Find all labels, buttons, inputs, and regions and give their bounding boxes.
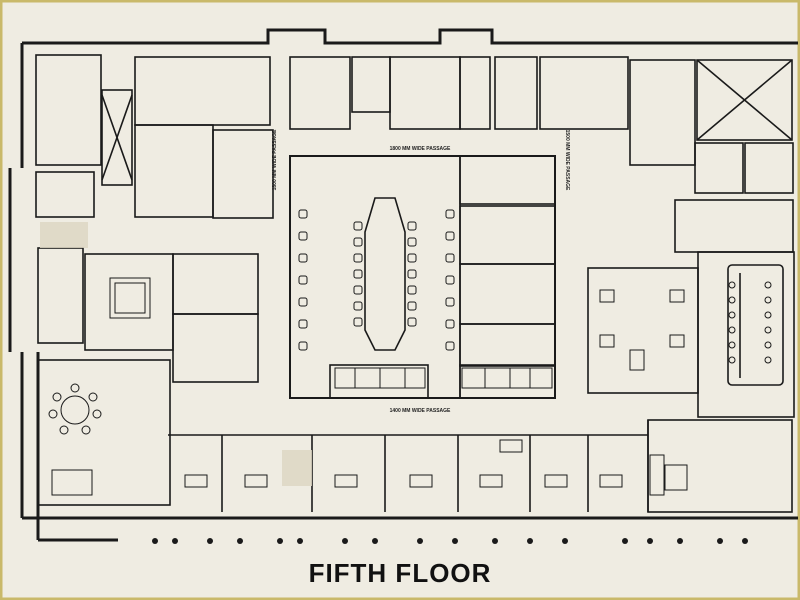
interior-walls — [35, 54, 795, 513]
passage-label-right: 1500 MM WIDE PASSAGE — [564, 130, 570, 191]
round-table-meeting — [48, 383, 102, 435]
workstation-cubicles — [334, 367, 553, 389]
planters — [152, 538, 748, 544]
cabin-desks — [184, 289, 688, 491]
sofa-sets — [51, 277, 665, 496]
board-room-chairs — [728, 281, 772, 364]
passage-label-left: 1800 MM WIDE PASSAGE — [272, 129, 278, 190]
tape-patch — [282, 450, 312, 486]
furniture — [48, 209, 772, 496]
conference-chairs — [298, 209, 455, 351]
tape-patch — [40, 222, 88, 248]
passage-label-bottom: 1400 MM WIDE PASSAGE — [390, 408, 451, 414]
floor-title: FIFTH FLOOR — [308, 558, 492, 588]
passage-label-top: 1800 MM WIDE PASSAGE — [390, 146, 451, 152]
